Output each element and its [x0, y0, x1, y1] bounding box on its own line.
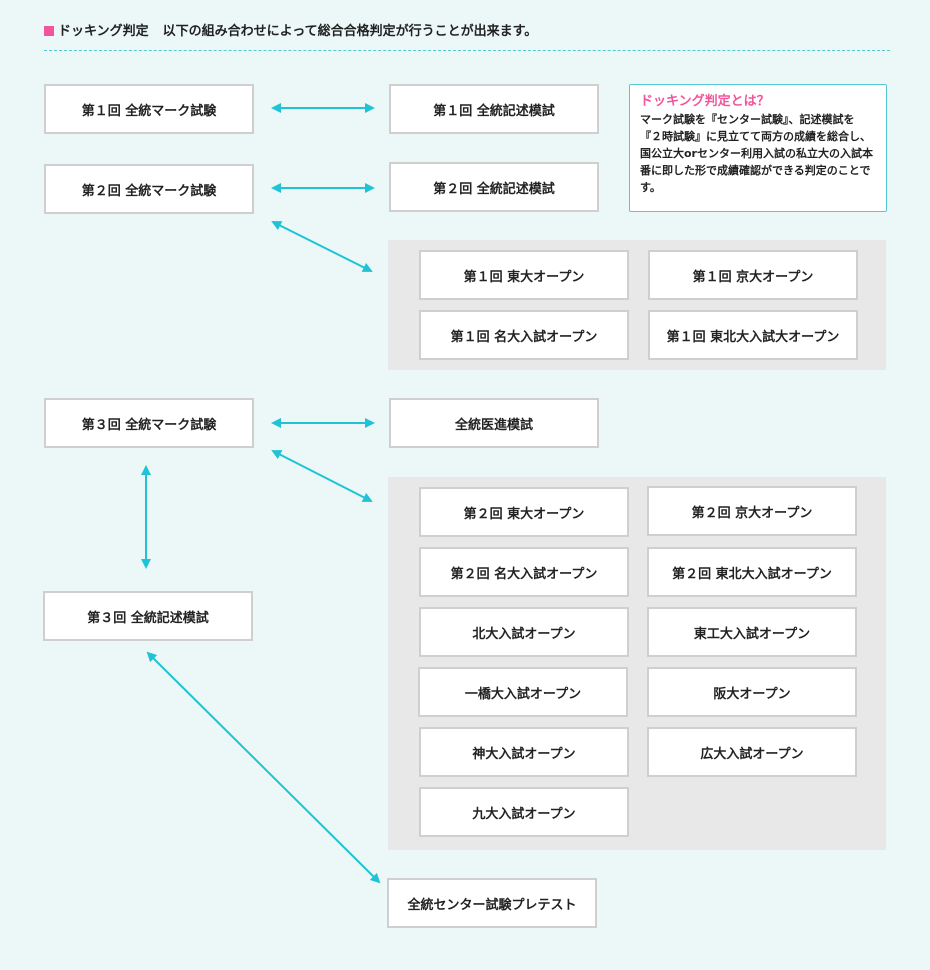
panel1-item: 第１回 京大オープン — [648, 250, 858, 300]
mark-exam-3-box: 第３回 全統マーク試験 — [44, 398, 254, 448]
center-pretest-box: 全統センター試験プレテスト — [387, 878, 597, 928]
written-exam-2-box: 第２回 全統記述模試 — [389, 162, 599, 212]
panel2-item: 一橋大入試オープン — [418, 667, 628, 717]
panel2-item: 東工大入試オープン — [647, 607, 857, 657]
panel1-item: 第１回 東北大入試大オープン — [648, 310, 858, 360]
info-title: ドッキング判定とは？ — [640, 94, 770, 109]
mark-exam-1-box: 第１回 全統マーク試験 — [44, 84, 254, 134]
panel2-item: 第２回 京大オープン — [647, 486, 857, 536]
header-title: ドッキング判定 — [58, 24, 149, 39]
panel2-item: 阪大オープン — [647, 667, 857, 717]
arrow-mark2-panel1 — [271, 221, 373, 272]
panel2-item: 第２回 東大オープン — [419, 487, 629, 537]
panel2-item: 神大入試オープン — [419, 727, 629, 777]
panel2-item: 広大入試オープン — [647, 727, 857, 777]
docking-info-box: ドッキング判定とは？ マーク試験を『センター試験』、記述模試を『２時試験』に見立… — [629, 84, 887, 212]
header-divider — [44, 50, 890, 51]
panel1-item: 第１回 名大入試オープン — [419, 310, 629, 360]
header-description: 以下の組み合わせによって総合合格判定が行うことが出来ます。 — [162, 24, 538, 39]
panel2-item: 北大入試オープン — [419, 607, 629, 657]
panel2-item: 九大入試オープン — [419, 787, 629, 837]
arrow-written3-pretest — [146, 651, 381, 884]
panel1-item: 第１回 東大オープン — [419, 250, 629, 300]
page-header: ドッキング判定以下の組み合わせによって総合合格判定が行うことが出来ます。 — [44, 22, 537, 42]
medical-exam-box: 全統医進模試 — [389, 398, 599, 448]
panel2-item: 第２回 東北大入試オープン — [647, 547, 857, 597]
written-exam-1-box: 第１回 全統記述模試 — [389, 84, 599, 134]
arrow-mark3-panel2 — [271, 450, 373, 502]
mark-exam-2-box: 第２回 全統マーク試験 — [44, 164, 254, 214]
written-exam-3-box: 第３回 全統記述模試 — [43, 591, 253, 641]
panel2-item: 第２回 名大入試オープン — [419, 547, 629, 597]
square-bullet-icon — [44, 26, 54, 36]
info-body: マーク試験を『センター試験』、記述模試を『２時試験』に見立てて両方の成績を総合し… — [640, 113, 873, 194]
